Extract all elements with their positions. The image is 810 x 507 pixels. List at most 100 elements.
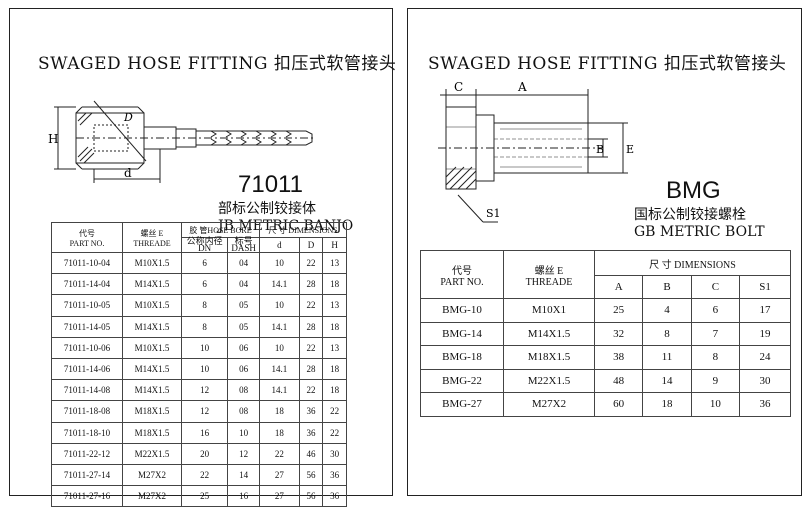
- table-cell: 14.1: [259, 273, 300, 296]
- table-cell: 22: [259, 442, 300, 465]
- table-cell: 12: [227, 442, 261, 465]
- header-b: B: [642, 275, 692, 299]
- table-cell: 27: [259, 463, 300, 487]
- table-cell: BMG-14: [420, 321, 504, 346]
- table-cell: M27X2: [503, 392, 595, 417]
- table-cell: 18: [259, 421, 300, 444]
- table-cell: 71011-18-10: [51, 421, 123, 444]
- table-cell: M14X1.5: [122, 379, 182, 402]
- table-cell: 36: [298, 400, 324, 423]
- table-cell: 18: [642, 392, 692, 417]
- table-cell: 05: [227, 294, 261, 317]
- table-cell: 18: [259, 400, 300, 423]
- table-cell: 8: [642, 321, 692, 346]
- right-model-number: BMG: [666, 177, 721, 204]
- table-cell: BMG-10: [420, 298, 504, 323]
- table-cell: 20: [180, 442, 229, 465]
- table-cell: 16: [227, 485, 261, 507]
- table-cell: 19: [739, 321, 791, 346]
- table-cell: 6: [690, 298, 741, 323]
- right-b-label: B: [596, 143, 604, 156]
- table-cell: 24: [739, 345, 791, 370]
- table-cell: 04: [227, 273, 261, 296]
- table-cell: 12: [180, 400, 229, 423]
- table-cell: 05: [227, 315, 261, 338]
- table-cell: 22: [322, 400, 347, 423]
- banjo-fitting-drawing: H d D: [48, 100, 316, 183]
- table-cell: 6: [180, 251, 229, 275]
- table-cell: 04: [227, 251, 261, 275]
- table-cell: 18: [322, 357, 347, 381]
- header-d: d: [259, 237, 300, 253]
- table-cell: M14X1.5: [122, 273, 182, 296]
- table-cell: 06: [227, 336, 261, 359]
- table-cell: 22: [322, 421, 347, 444]
- table-cell: 25: [593, 298, 644, 323]
- table-cell: 18: [322, 379, 347, 402]
- table-cell: BMG-22: [420, 368, 504, 393]
- table-cell: 08: [227, 400, 261, 423]
- table-cell: 10: [259, 251, 300, 275]
- left-h-label: H: [48, 132, 58, 146]
- table-cell: 8: [180, 315, 229, 338]
- table-cell: 17: [739, 298, 791, 323]
- table-cell: 28: [298, 273, 324, 296]
- table-cell: 71011-27-14: [51, 463, 123, 487]
- header-c: C: [690, 275, 741, 299]
- table-cell: M10X1.5: [122, 336, 182, 359]
- table-cell: M18X1.5: [503, 345, 595, 370]
- table-cell: 28: [298, 315, 324, 338]
- table-cell: 14.1: [259, 379, 300, 402]
- table-cell: M14X1.5: [122, 357, 182, 381]
- table-cell: 30: [322, 442, 347, 465]
- table-cell: 71011-14-05: [51, 315, 123, 338]
- left-subtitle-cn: 部标公制铰接体: [218, 201, 316, 217]
- table-cell: 36: [322, 485, 347, 507]
- table-cell: 71011-14-08: [51, 379, 123, 402]
- table-cell: 22: [180, 463, 229, 487]
- table-cell: 46: [298, 442, 324, 465]
- table-cell: 28: [298, 357, 324, 381]
- table-cell: M27X2: [122, 485, 182, 507]
- left-model-number: 71011: [238, 171, 303, 198]
- table-cell: 71011-10-06: [51, 336, 123, 359]
- right-subtitle-en: GB METRIC BOLT: [634, 224, 765, 240]
- table-cell: M18X1.5: [122, 421, 182, 444]
- header-dimensions: 尺 寸 DIMENSIONS: [594, 250, 791, 276]
- table-cell: 36: [739, 392, 791, 417]
- table-cell: 27: [259, 485, 300, 507]
- right-c-label: C: [454, 80, 463, 94]
- table-cell: BMG-27: [420, 392, 504, 417]
- table-cell: 10: [180, 336, 229, 359]
- table-cell: 10: [227, 421, 261, 444]
- right-a-label: A: [517, 80, 527, 94]
- table-cell: M10X1: [503, 298, 595, 323]
- table-cell: 12: [180, 379, 229, 402]
- table-cell: 38: [593, 345, 644, 370]
- table-cell: 14.1: [259, 315, 300, 338]
- table-cell: 10: [180, 357, 229, 381]
- table-cell: 71011-14-04: [51, 273, 123, 296]
- table-cell: 60: [593, 392, 644, 417]
- table-cell: 6: [180, 273, 229, 296]
- table-cell: 13: [322, 251, 347, 275]
- table-cell: 18: [322, 273, 347, 296]
- table-cell: 13: [322, 294, 347, 317]
- table-cell: 48: [593, 368, 644, 393]
- table-cell: 71011-10-05: [51, 294, 123, 317]
- table-cell: 36: [322, 463, 347, 487]
- table-cell: 7: [690, 321, 741, 346]
